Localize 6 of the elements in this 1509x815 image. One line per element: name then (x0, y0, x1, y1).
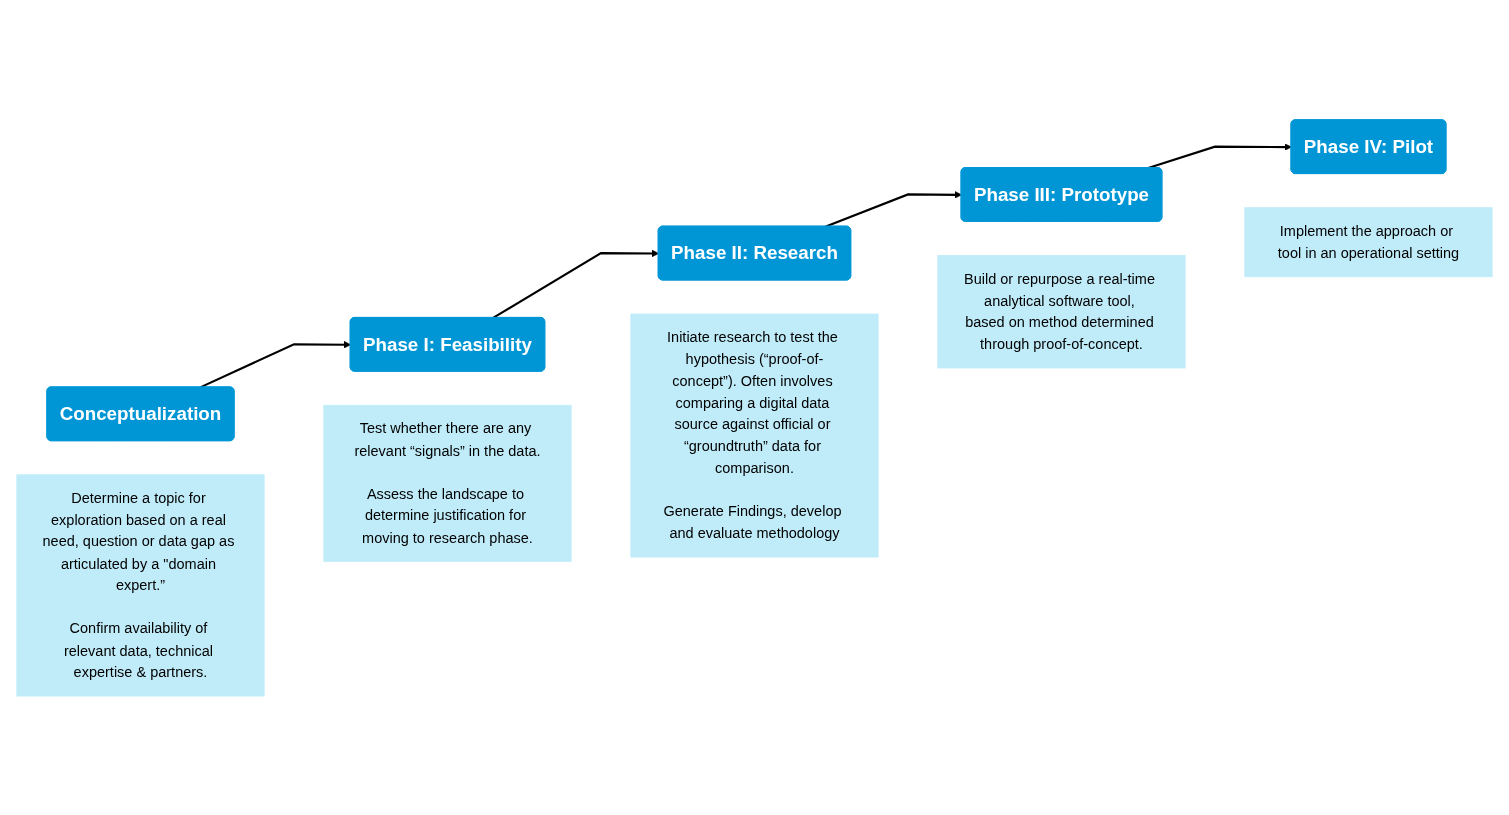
node-box: Build or repurpose a real-time analytical software tool, based on method determined through proof-of-concept. (937, 254, 1186, 368)
node-box: Implement the approach or tool in an operational setting (1244, 206, 1493, 277)
node-box: Test whether there are any relevant “signals” in the data. Assess the landscape to determine justification for moving to research phase. (323, 404, 572, 562)
node-box: Initiate research to test the hypothesis (“proof-of-concept”). Often involves comparing a digital data source against official or “groundtruth” data for comparison. Generate Findings, develop and evaluate methodology (630, 313, 879, 558)
node-box: Determine a topic for exploration based on a real need, question or data gap as articulated by a "domain expert.” Confirm availability of relevant data, technical expertise & partners. (16, 473, 265, 697)
arrow (492, 249, 660, 319)
